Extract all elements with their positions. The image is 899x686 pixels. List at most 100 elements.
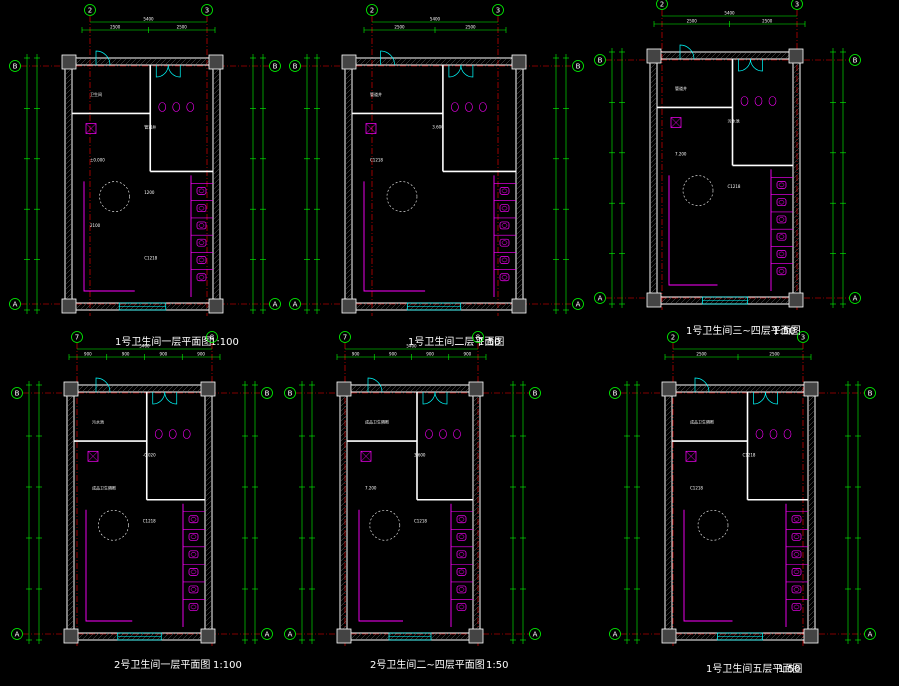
wall-hatch: [807, 489, 816, 498]
toilet-fixture: [196, 273, 207, 282]
wall-hatch: [66, 544, 75, 553]
wall-hatch: [81, 384, 90, 393]
wall-hatch: [66, 459, 75, 468]
panel-5-title: 2号卫生间二~四层平面图: [370, 658, 485, 671]
urinal-fixture: [451, 102, 459, 112]
toilet-fixture: [499, 238, 510, 247]
structural-column: [336, 628, 352, 644]
wall-hatch: [807, 509, 816, 518]
wall-hatch: [419, 384, 428, 393]
wall-hatch: [649, 126, 658, 135]
wall-hatch: [344, 202, 353, 211]
wall-hatch: [439, 632, 448, 641]
wall-hatch: [204, 529, 213, 538]
wall-hatch: [515, 187, 524, 196]
wall-hatch: [472, 619, 481, 628]
wall-hatch: [649, 211, 658, 220]
wall-hatch: [807, 599, 816, 608]
urinal-fixture: [168, 429, 177, 439]
wall-hatch: [66, 444, 75, 453]
wall-hatch: [389, 57, 398, 66]
toilet-bowl: [501, 240, 508, 245]
wall-hatch: [807, 434, 816, 443]
wall-hatch: [649, 276, 658, 285]
structural-column: [661, 628, 677, 644]
wall-hatch: [339, 504, 348, 513]
wall-hatch: [344, 262, 353, 271]
wall-hatch: [444, 384, 453, 393]
wall-hatch: [369, 384, 378, 393]
wall-hatch: [344, 222, 353, 231]
mop-sink: [365, 123, 377, 134]
door-swing: [95, 377, 111, 393]
wall-hatch: [414, 57, 423, 66]
wall-hatch: [792, 191, 801, 200]
toilet-bowl: [190, 569, 197, 575]
wall-hatch: [649, 251, 658, 260]
wall-hatch: [664, 409, 673, 418]
wall-hatch: [714, 51, 723, 60]
wall-hatch: [129, 57, 138, 66]
wall-hatch: [344, 127, 353, 136]
wall-hatch: [807, 559, 816, 568]
wall-hatch: [807, 569, 816, 578]
wall-hatch: [684, 296, 693, 305]
grid-bubble: [261, 628, 273, 640]
wall-hatch: [194, 57, 203, 66]
grid-bubble-label: A: [853, 295, 858, 303]
wall-hatch: [204, 459, 213, 468]
wall-hatch: [429, 57, 438, 66]
wall-hatch: [181, 632, 190, 641]
toilet-bowl: [793, 604, 800, 610]
grid-bubble: [797, 331, 809, 343]
wall-hatch: [359, 632, 368, 641]
urinal-fixture: [783, 429, 792, 439]
wall-hatch: [807, 549, 816, 558]
wall-hatch: [669, 296, 678, 305]
wall-hatch: [339, 574, 348, 583]
door-swing: [367, 377, 383, 393]
wall-hatch: [399, 302, 408, 311]
grid-bubble-label: B: [15, 390, 20, 398]
urinal-fixture: [453, 429, 461, 439]
wall-hatch: [64, 187, 73, 196]
urinal-fixture: [425, 429, 433, 439]
wall-hatch: [66, 474, 75, 483]
wall-hatch: [99, 302, 108, 311]
wall-hatch: [204, 509, 213, 518]
room-label: 1200: [144, 190, 155, 195]
wall-hatch: [464, 57, 473, 66]
wall-hatch: [204, 439, 213, 448]
toilet-bowl: [501, 205, 508, 211]
wall-hatch: [64, 202, 73, 211]
wall-hatch: [66, 479, 75, 488]
wall-hatch: [807, 604, 816, 613]
wall-hatch: [126, 384, 135, 393]
wall-hatch: [212, 232, 221, 241]
toilet-fixture: [188, 515, 199, 524]
wash-counter: [683, 509, 733, 622]
wall-hatch: [66, 524, 75, 533]
wall-hatch: [515, 182, 524, 191]
wall-hatch: [664, 529, 673, 538]
toilet-fixture: [456, 568, 467, 576]
toilet-bowl: [501, 257, 508, 263]
grid-bubble: [529, 387, 541, 399]
wall-hatch: [472, 434, 481, 443]
wall-hatch: [649, 271, 658, 280]
wall-hatch: [339, 459, 348, 468]
wall-hatch: [684, 632, 693, 641]
wall-hatch: [399, 57, 408, 66]
wall-hatch: [484, 302, 493, 311]
wall-hatch: [212, 262, 221, 271]
wall-hatch: [189, 302, 198, 311]
room-label: 成品卫生隔断: [92, 485, 116, 491]
wall-hatch: [764, 296, 773, 305]
wall-hatch: [764, 384, 773, 393]
toilet-bowl: [793, 517, 800, 522]
wall-hatch: [779, 384, 788, 393]
wall-hatch: [339, 619, 348, 628]
wall-hatch: [515, 72, 524, 81]
grid-bubble: [289, 60, 301, 72]
toilet-fixture: [188, 585, 199, 594]
